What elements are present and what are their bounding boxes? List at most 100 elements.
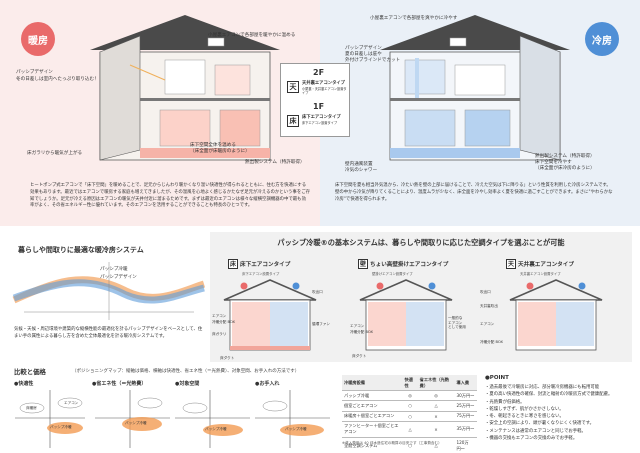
cool-label-vent: 壁内通風装置	[345, 162, 373, 167]
table-row: パッシブ冷暖 ◎ ◎ 30万円〜	[342, 390, 477, 402]
table-header: 冷暖房設備	[342, 375, 403, 392]
map-comfort	[15, 390, 85, 448]
table-note: ※導入費用は 40 坪木造住宅の概算の目安です（工事費含む）	[342, 441, 442, 445]
warm-label-floor-vent: 床ガラリから暖気が上がる	[27, 151, 83, 156]
compare-subtitle: （ポジショニングマップ：縦軸は価格、横軸は快適性、省エネ性（＝光熱費）、対象空間…	[72, 369, 300, 374]
table-row: 個室ごとエアコン ○ △ 25万円〜	[342, 400, 477, 412]
label-ceiling-vent: 天井裏吹出	[480, 304, 498, 308]
type-wall-name: ちょい高壁掛けエアコンタイプ	[370, 262, 449, 268]
type-ceiling-sub: 天井裏エアコン設置タイプ	[520, 272, 561, 276]
table-header: 快適性	[402, 375, 418, 392]
cool-label-vent-sub: 冷気のシャワー	[345, 168, 378, 173]
type-wall-title: 壁ちょい高壁掛けエアコンタイプ	[358, 259, 448, 269]
cooling-badge: 冷房	[585, 22, 619, 56]
cool-label-heat-system: 熱出製システム（特許取得）	[535, 154, 595, 159]
label-box-2: 冷暖分配 BOX	[350, 330, 373, 334]
warm-label-passive-title: パッシブデザイン	[16, 70, 53, 75]
table-cell: △	[402, 421, 418, 438]
map-label-passive-2: パッシブ冷暖	[125, 421, 147, 425]
cool-house-illustration	[380, 15, 570, 161]
list-item: ・機器の交換もエアコンの交換のみでお手軽。	[485, 435, 578, 441]
curve-label-passive-heating: パッシブ冷暖	[100, 267, 128, 272]
table-cell: ◎	[402, 390, 418, 402]
floor-type-sub: 床下エアコン設置タイプ	[302, 121, 338, 125]
floor-chip: 床	[287, 115, 299, 127]
list-item: ・メンテナンスは通常のエアコンと同じでお手軽。	[485, 428, 586, 434]
cool-label-underfloor-2: （床全面が床冷房のように）	[535, 166, 595, 171]
table-header: 導入費	[454, 375, 477, 392]
label-vent-1: 吹出口	[312, 290, 323, 294]
graph-title-maintenance: ●お手入れ	[255, 381, 280, 387]
table-cell: 個室ごとエアコン	[342, 400, 403, 412]
label-aircon-3: エアコン	[480, 322, 495, 326]
type-ceiling-name: 天井裏エアコンタイプ	[518, 262, 574, 268]
heating-badge: 暖房	[21, 22, 55, 56]
label-duct-2: 床ダクト	[352, 354, 367, 358]
table-row: ファンヒーター＋個室ごとエアコン △ × 35万円〜	[342, 421, 477, 438]
map-label-aircon: エアコン	[64, 401, 79, 405]
cool-label-passive-desc-1: 夏の日差しは庇や	[345, 52, 382, 57]
table-row: 床暖房＋個室ごとエアコン ○ × 75万円〜	[342, 411, 477, 422]
label-fan-1: 循環ファン	[312, 322, 330, 326]
map-space	[175, 390, 250, 448]
warm-label-underfloor-1: 床下空間全体を温める	[190, 143, 236, 148]
map-label-passive-3: パッシブ冷暖	[205, 427, 227, 431]
cool-label-underfloor-1: 床下空間を冷やす	[535, 160, 572, 165]
type-floor-chip: 床	[228, 259, 238, 269]
table-cell: ファンヒーター＋個室ごとエアコン	[342, 421, 403, 438]
type-houses-diagram	[223, 279, 603, 351]
label-box-1: 冷暖分配 BOX	[212, 320, 235, 324]
label-shower: 一般的な エアコン として使用	[448, 316, 466, 330]
type-floor-sub: 床下エアコン設置タイプ	[242, 272, 280, 276]
map-label-passive-1: パッシブ冷暖	[50, 425, 72, 429]
list-item: ・夏の高い快適性の確保、封流と輻射の冷暖房方式で健康配慮。	[485, 392, 613, 398]
point-list: ・過去最後で冷暖房に対応、部分暖冷房機器にも転用可能 ・夏の高い快適性の確保、封…	[485, 384, 635, 442]
table-cell: △	[417, 400, 455, 412]
basic-system-panel: パッシブ冷暖®の基本システムは、暮らしや間取りに応じた空調タイプを選ぶことが可能…	[210, 232, 632, 362]
list-item: ・乾燥しすぎず、肌がかさかさしない。	[485, 406, 564, 412]
table-cell: ×	[417, 421, 455, 438]
floor-type-title: 床下エアコンタイプ	[302, 115, 341, 120]
comparison-table: 冷暖房設備 快適性 省エネ性（光熱費） 導入費 パッシブ冷暖 ◎ ◎ 30万円〜…	[342, 375, 477, 453]
table-header-row: 冷暖房設備 快適性 省エネ性（光熱費） 導入費	[342, 375, 477, 392]
label-supply-3: 吹出口	[480, 290, 491, 294]
heating-description: ヒートポンプ式エアコンで「床下空間」を暖めることで、足元からじんわり暖かくなり温…	[30, 183, 310, 209]
positioning-maps	[15, 390, 330, 448]
label-duct-1: 床ダクト	[220, 356, 235, 360]
label-box-3: 冷暖分配 BOX	[480, 340, 503, 344]
table-cell: 120万円〜	[454, 437, 477, 453]
point-title: ●POINT	[485, 375, 509, 381]
ceiling-chip: 天	[287, 81, 299, 93]
map-label-passive-4: パッシブ冷暖	[285, 427, 307, 431]
warm-label-attic: 小屋裏エアコンで各部屋を暖やかに温める	[208, 33, 296, 38]
warm-label-heat-system: 熱出製システム（特許取得）	[245, 160, 305, 165]
curve-label-passive-design: パッシブデザイン	[100, 275, 137, 280]
ceiling-type-title: 天井裏エアコンタイプ	[302, 81, 345, 86]
list-item: ・光熱費が低価格。	[485, 399, 525, 405]
warm-label-passive-desc: 冬の日差しは室内へたっぷり取り込む！	[16, 77, 99, 82]
type-floor-title: 床床下エアコンタイプ	[228, 259, 290, 269]
floor-2f-label: 2F	[313, 68, 325, 77]
map-energy	[95, 390, 170, 448]
system-title: 暮らしや間取りに最適な暖冷房システム	[18, 246, 144, 254]
type-ceiling-title: 天天井裏エアコンタイプ	[506, 259, 574, 269]
ceiling-type-sub: 小屋裏・天井裏エアコン設置タイプ	[302, 87, 347, 96]
cool-label-attic: 小屋裏エアコンで各部屋を爽やかに冷やす	[370, 16, 458, 21]
graph-title-comfort: ●快適性	[14, 381, 34, 387]
table-cell: ○	[402, 411, 418, 422]
label-aircon-2: エアコン	[350, 324, 365, 328]
type-floor-name: 床下エアコンタイプ	[240, 262, 291, 268]
cool-label-passive-desc-2: 外付けブラインドでカット	[345, 58, 401, 63]
label-aircon-1: エアコン	[212, 314, 227, 318]
table-cell: ◎	[417, 390, 455, 402]
table-cell: 25万円〜	[454, 400, 477, 412]
system-curve-diagram	[12, 262, 206, 320]
cooling-description: 床下空間を夏も相当外気温から、冷たい熱を壁の上部に届けることで、冷えた空気は下に…	[335, 183, 613, 202]
table-header: 省エネ性（光熱費）	[417, 375, 455, 392]
table-row: 全館空調システム ○ △ 120万円〜	[342, 437, 477, 453]
label-garari-1: 床ガラリ	[212, 332, 227, 336]
warm-label-underfloor-2: （床全面が床暖房のように）	[190, 149, 250, 154]
basic-system-title: パッシブ冷暖®の基本システムは、暮らしや間取りに応じた空調タイプを選ぶことが可能	[277, 238, 565, 247]
map-maintenance	[255, 390, 330, 448]
type-ceiling-chip: 天	[506, 259, 516, 269]
